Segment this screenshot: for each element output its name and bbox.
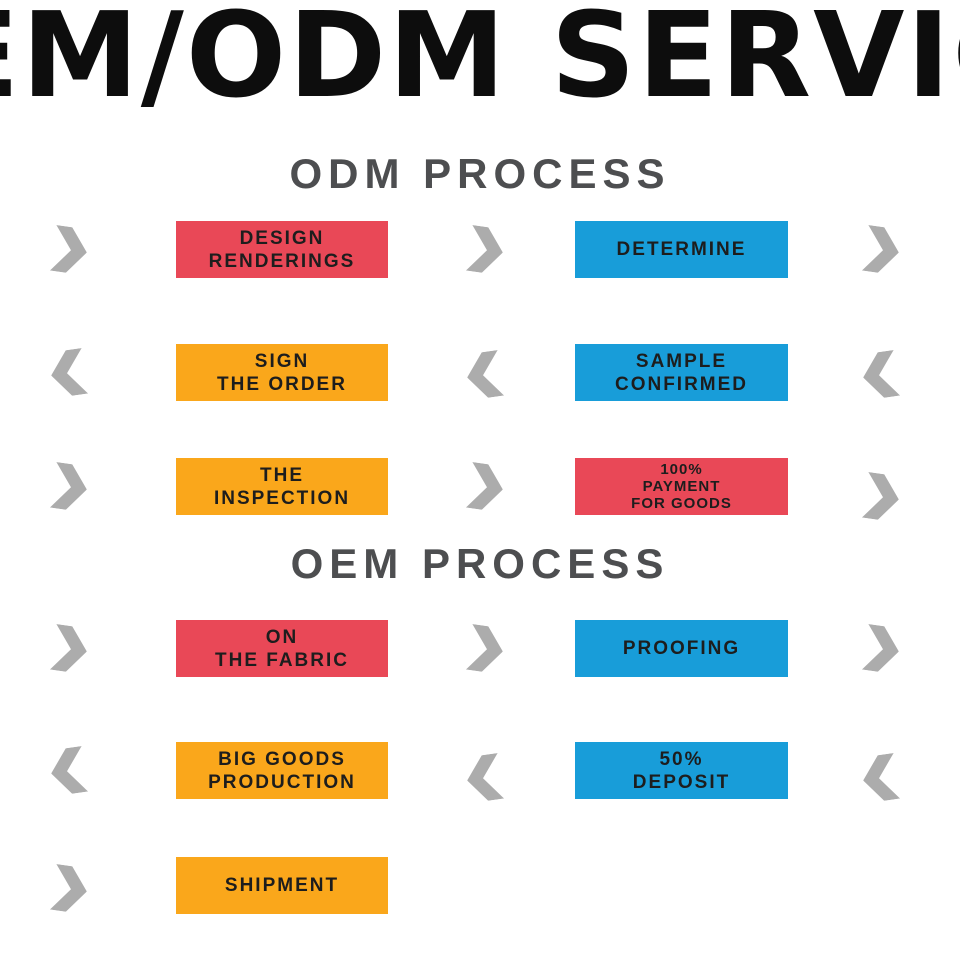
step-label-line: PAYMENT [642, 478, 721, 495]
chevron-left-icon [48, 745, 90, 797]
step-label-line: DETERMINE [616, 239, 747, 260]
chevron-left-icon [860, 349, 902, 401]
chevron-right-icon [860, 224, 902, 276]
chevron-right-icon [464, 461, 506, 513]
chevron-left-icon [48, 347, 90, 399]
step-box-sample-confirmed: SAMPLE CONFIRMED [575, 344, 788, 401]
step-box-sign-the-order: SIGN THE ORDER [176, 344, 388, 401]
oem-process-heading: OEM PROCESS [290, 540, 670, 587]
chevron-left-icon [464, 349, 506, 401]
chevron-right-icon [48, 224, 90, 276]
odm-process-heading: ODM PROCESS [289, 150, 671, 197]
chevron-left-icon [860, 752, 902, 804]
step-label-line: ON [265, 626, 299, 648]
chevron-right-icon [464, 224, 506, 276]
step-label-line: SAMPLE [635, 350, 728, 372]
step-label-line: THE FABRIC [215, 649, 349, 671]
step-label-line: SIGN [254, 350, 310, 372]
step-label-line: SHIPMENT [224, 875, 340, 896]
step-label-line: 50% [659, 748, 704, 770]
step-box-100-payment-for-goods: 100% PAYMENT FOR GOODS [575, 458, 788, 515]
chevron-right-icon [48, 461, 90, 513]
step-label-line: INSPECTION [213, 487, 351, 509]
step-label-line: 100% [660, 461, 703, 478]
step-label-line: RENDERINGS [208, 250, 356, 272]
page-title: OEM/ODM SERVICE [0, 0, 960, 124]
step-box-shipment: SHIPMENT [176, 857, 388, 914]
step-label-line: FOR GOODS [631, 495, 732, 512]
step-label-line: THE [260, 464, 304, 486]
step-box-determine: DETERMINE [575, 221, 788, 278]
chevron-right-icon [464, 623, 506, 675]
chevron-right-icon [48, 623, 90, 675]
step-label-line: PROOFING [622, 638, 741, 659]
step-box-the-inspection: THE INSPECTION [176, 458, 388, 515]
chevron-right-icon [860, 471, 902, 523]
step-label-line: DESIGN [239, 227, 325, 249]
step-box-proofing: PROOFING [575, 620, 788, 677]
step-box-design-renderings: DESIGN RENDERINGS [176, 221, 388, 278]
step-label-line: BIG GOODS [218, 748, 346, 770]
step-label-line: THE ORDER [217, 373, 347, 395]
chevron-right-icon [860, 623, 902, 675]
step-label-line: CONFIRMED [614, 373, 749, 395]
step-box-on-the-fabric: ON THE FABRIC [176, 620, 388, 677]
step-label-line: PRODUCTION [208, 771, 356, 793]
chevron-left-icon [464, 752, 506, 804]
step-box-big-goods-production: BIG GOODS PRODUCTION [176, 742, 388, 799]
chevron-right-icon [48, 863, 90, 915]
step-label-line: DEPOSIT [632, 771, 731, 793]
step-box-50-deposit: 50% DEPOSIT [575, 742, 788, 799]
